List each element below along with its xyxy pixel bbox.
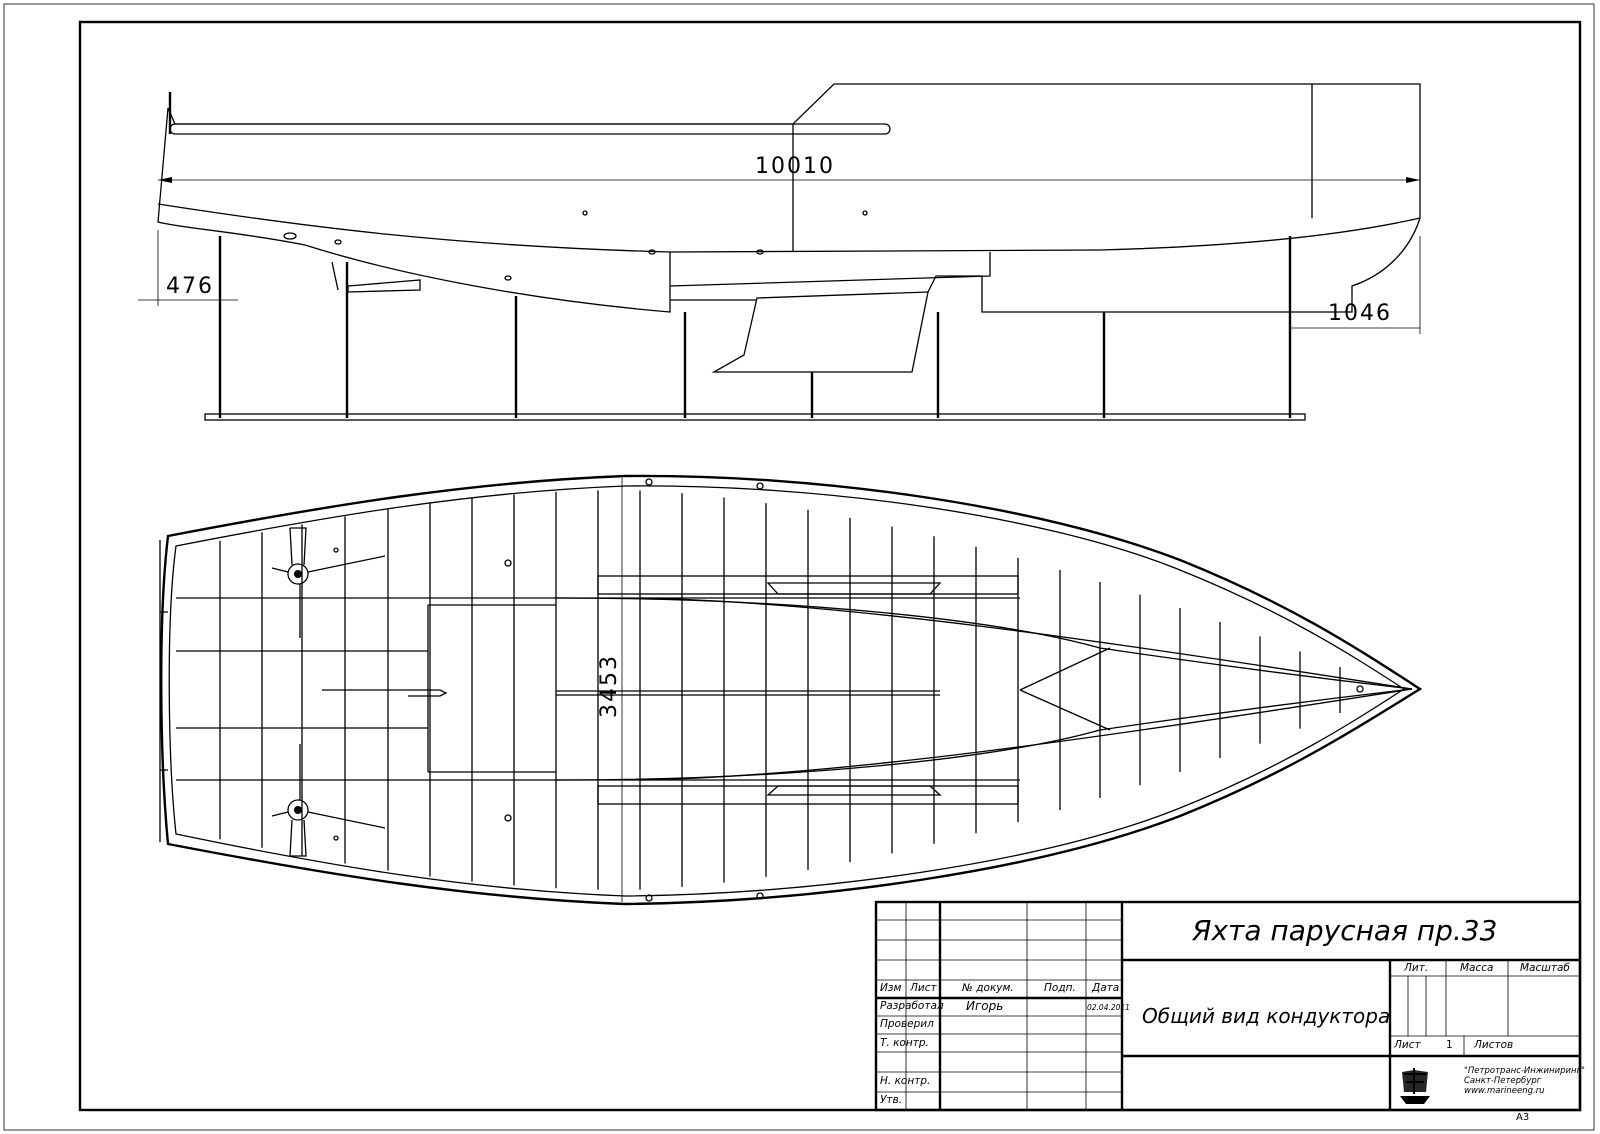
dim-stern-offset: 1046 bbox=[1328, 301, 1392, 326]
header-list: Лист bbox=[910, 982, 937, 994]
plan-bow-stringers bbox=[555, 597, 1413, 781]
role-norm-control: Н. контр. bbox=[880, 1075, 931, 1087]
header-sign: Подп. bbox=[1044, 982, 1076, 994]
side-jig-posts bbox=[218, 236, 1292, 418]
company-name: "Петротранс-Инжиниринг" bbox=[1464, 1066, 1585, 1076]
drawing-title: Яхта парусная пр.33 bbox=[1192, 914, 1498, 947]
company-logo bbox=[1396, 1064, 1434, 1106]
side-porthole bbox=[862, 210, 868, 216]
role-approved: Утв. bbox=[880, 1094, 903, 1106]
title-block-grid bbox=[874, 900, 1582, 1112]
side-porthole bbox=[582, 210, 588, 216]
plan-rudder-fitting-top bbox=[271, 527, 386, 638]
plan-transom bbox=[159, 540, 168, 842]
developer-date: 02.04.2011 bbox=[1087, 1003, 1130, 1012]
plan-tiller bbox=[322, 689, 448, 697]
side-porthole bbox=[648, 249, 656, 255]
plan-hull-outline bbox=[160, 474, 1423, 906]
role-developed: Разработал bbox=[880, 1000, 944, 1012]
plan-holes bbox=[333, 478, 1364, 902]
role-tech-control: Т. контр. bbox=[880, 1037, 929, 1049]
label-sheet: Лист bbox=[1394, 1039, 1421, 1051]
company-city: Санкт-Петербург bbox=[1464, 1076, 1542, 1086]
side-base-beam bbox=[204, 413, 1306, 421]
plan-rudder-fitting-bottom bbox=[271, 744, 386, 857]
role-checked: Проверил bbox=[880, 1018, 934, 1030]
side-sheer-line bbox=[157, 203, 1421, 253]
side-hull-outline bbox=[157, 83, 1421, 313]
side-view: 10010 476 1046 bbox=[138, 83, 1421, 421]
side-keel-box bbox=[669, 252, 991, 300]
company-website: www.marineeng.ru bbox=[1464, 1086, 1545, 1096]
developer-name: Игорь bbox=[966, 999, 1004, 1013]
plan-side-blocks bbox=[597, 575, 1019, 805]
label-lit: Лит. bbox=[1404, 962, 1429, 974]
dim-arrow bbox=[1406, 177, 1420, 183]
plan-transverse-frames bbox=[219, 490, 1341, 890]
header-doc-no: № докум. bbox=[962, 982, 1014, 994]
side-porthole bbox=[334, 239, 342, 245]
side-porthole bbox=[283, 232, 297, 240]
side-porthole bbox=[504, 275, 512, 281]
drawing-subtitle: Общий вид кондуктора bbox=[1142, 1004, 1391, 1028]
dim-beam: 3453 bbox=[597, 654, 622, 718]
label-scale: Масштаб bbox=[1520, 962, 1570, 974]
label-mass: Масса bbox=[1460, 962, 1494, 974]
side-porthole bbox=[756, 249, 764, 255]
header-date: Дата bbox=[1092, 982, 1120, 994]
label-sheets: Листов bbox=[1474, 1039, 1514, 1051]
paper-format: А3 bbox=[1516, 1112, 1530, 1123]
side-rudder-bracket bbox=[331, 261, 421, 293]
sheet-outer-border bbox=[3, 3, 1595, 1131]
side-keel-fin bbox=[711, 291, 929, 373]
dim-bow-offset: 476 bbox=[166, 274, 214, 299]
side-tiller-bar bbox=[169, 123, 891, 135]
header-izm: Изм bbox=[880, 982, 902, 994]
plan-view: 3453 bbox=[159, 474, 1423, 906]
drawing-frame bbox=[78, 20, 1582, 1112]
dim-overall-length: 10010 bbox=[755, 154, 835, 179]
sheet-number: 1 bbox=[1446, 1039, 1453, 1051]
dim-arrow bbox=[158, 177, 172, 183]
plan-hull-inner bbox=[168, 485, 1406, 897]
